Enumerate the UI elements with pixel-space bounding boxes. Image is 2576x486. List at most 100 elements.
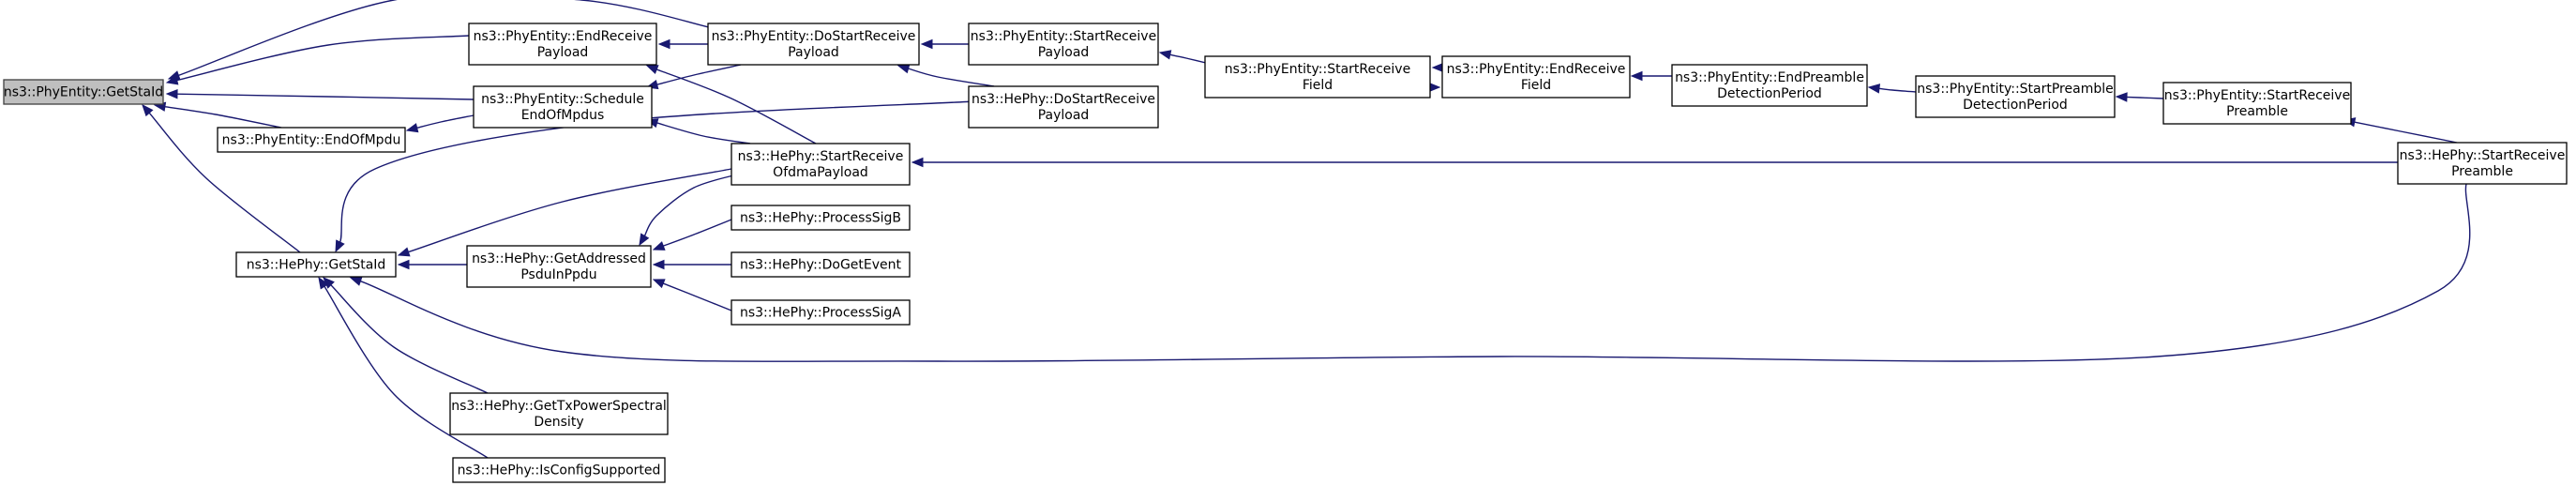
node-label: ns3::PhyEntity::EndOfMpdu bbox=[222, 133, 401, 148]
node-label: ns3::PhyEntity::StartReceive bbox=[2164, 88, 2350, 103]
node-label: ns3::HePhy::IsConfigSupported bbox=[458, 463, 661, 478]
edge-line bbox=[662, 282, 737, 313]
arrowhead-icon bbox=[2115, 92, 2128, 102]
arrowhead-icon bbox=[645, 65, 659, 75]
edge-line bbox=[415, 114, 475, 129]
arrowhead-icon bbox=[318, 276, 329, 290]
arrowhead-icon bbox=[652, 241, 666, 251]
node-label: ns3::PhyEntity::StartReceive bbox=[971, 29, 1156, 44]
node-label: ns3::PhyEntity::EndReceive bbox=[1447, 62, 1626, 77]
node-label: ns3::HePhy::GetAddressed bbox=[472, 251, 646, 266]
node-label: Payload bbox=[1038, 45, 1090, 60]
call-edge bbox=[335, 100, 976, 253]
node-label: DetectionPeriod bbox=[1717, 86, 1822, 101]
node-hephy-process-sig-b[interactable]: ns3::HePhy::ProcessSigB bbox=[731, 205, 911, 231]
call-edge bbox=[911, 157, 2398, 168]
arrowhead-icon bbox=[639, 233, 650, 247]
node-box bbox=[217, 127, 406, 153]
node-box bbox=[731, 205, 911, 231]
node-label: Payload bbox=[1038, 108, 1090, 123]
call-edge bbox=[1867, 84, 1917, 94]
node-end-of-mpdu[interactable]: ns3::PhyEntity::EndOfMpdu bbox=[217, 127, 406, 153]
node-hephy-do-get-event[interactable]: ns3::HePhy::DoGetEvent bbox=[731, 251, 911, 278]
node-label: ns3::HePhy::DoStartReceive bbox=[972, 92, 1155, 107]
call-edge bbox=[405, 114, 475, 133]
node-start-preamble-detection-period[interactable]: ns3::PhyEntity::StartPreambleDetectionPe… bbox=[1915, 75, 2116, 118]
node-box bbox=[968, 23, 1159, 66]
node-box bbox=[731, 143, 911, 186]
node-box bbox=[707, 23, 920, 66]
node-label: ns3::PhyEntity::DoStartReceive bbox=[712, 29, 916, 44]
call-edge bbox=[318, 276, 489, 459]
node-hephy-get-sta-id[interactable]: ns3::HePhy::GetStaId bbox=[235, 251, 397, 278]
node-box bbox=[1671, 64, 1868, 107]
node-label: ns3::PhyEntity::GetStaId bbox=[4, 85, 163, 100]
call-edge bbox=[1158, 50, 1211, 65]
call-edge bbox=[2115, 92, 2164, 102]
call-edge bbox=[1630, 70, 1672, 82]
arrowhead-icon bbox=[1630, 70, 1643, 82]
arrowhead-icon bbox=[349, 276, 363, 286]
call-edge bbox=[896, 64, 995, 87]
node-hephy-process-sig-a[interactable]: ns3::HePhy::ProcessSigA bbox=[731, 299, 911, 326]
node-box bbox=[2397, 142, 2568, 185]
arrowhead-icon bbox=[1867, 84, 1881, 94]
node-box bbox=[235, 251, 397, 278]
node-label: DetectionPeriod bbox=[1963, 98, 2068, 113]
call-edge bbox=[657, 38, 708, 50]
call-edge bbox=[349, 183, 2471, 362]
node-label: Field bbox=[1521, 78, 1551, 93]
node-box bbox=[1204, 55, 1431, 99]
edge-line bbox=[163, 105, 282, 129]
node-label: ns3::PhyEntity::Schedule bbox=[481, 92, 644, 107]
arrowhead-icon bbox=[165, 88, 178, 99]
node-label: Preamble bbox=[2451, 164, 2513, 179]
call-edge bbox=[167, 0, 714, 81]
edge-line bbox=[175, 35, 470, 82]
node-end-preamble-detection-period[interactable]: ns3::PhyEntity::EndPreambleDetectionPeri… bbox=[1671, 64, 1868, 107]
node-box bbox=[1915, 75, 2116, 118]
edge-line bbox=[323, 285, 489, 459]
node-label: ns3::PhyEntity::StartPreamble bbox=[1917, 82, 2113, 97]
node-box bbox=[968, 85, 1159, 129]
call-edge bbox=[165, 35, 470, 85]
call-edge bbox=[153, 101, 282, 129]
node-hephy-is-config-supported[interactable]: ns3::HePhy::IsConfigSupported bbox=[452, 457, 666, 483]
edge-line bbox=[662, 217, 737, 248]
arrowhead-icon bbox=[652, 259, 665, 270]
call-edge bbox=[645, 118, 751, 144]
node-box bbox=[468, 23, 657, 66]
edge-line bbox=[2353, 121, 2458, 144]
node-label: ns3::HePhy::GetTxPowerSpectral bbox=[451, 399, 667, 414]
node-label: ns3::HePhy::ProcessSigA bbox=[740, 306, 901, 321]
call-edge bbox=[1431, 62, 1444, 73]
node-label: ns3::HePhy::ProcessSigB bbox=[740, 211, 901, 226]
node-label: Field bbox=[1303, 78, 1333, 93]
arrowhead-icon bbox=[920, 38, 933, 50]
edge-line bbox=[339, 100, 976, 244]
arrowhead-icon bbox=[397, 247, 411, 257]
node-box bbox=[449, 392, 669, 435]
arrowhead-icon bbox=[1158, 50, 1172, 60]
arrowhead-icon bbox=[652, 279, 666, 289]
node-label: ns3::PhyEntity::EndPreamble bbox=[1675, 70, 1864, 85]
edge-line bbox=[177, 0, 714, 77]
edge-line bbox=[175, 93, 475, 100]
edge-line bbox=[359, 183, 2471, 362]
edge-line bbox=[643, 173, 742, 237]
call-edge bbox=[652, 279, 737, 313]
node-get-sta-id[interactable]: ns3::PhyEntity::GetStaId bbox=[3, 79, 164, 105]
